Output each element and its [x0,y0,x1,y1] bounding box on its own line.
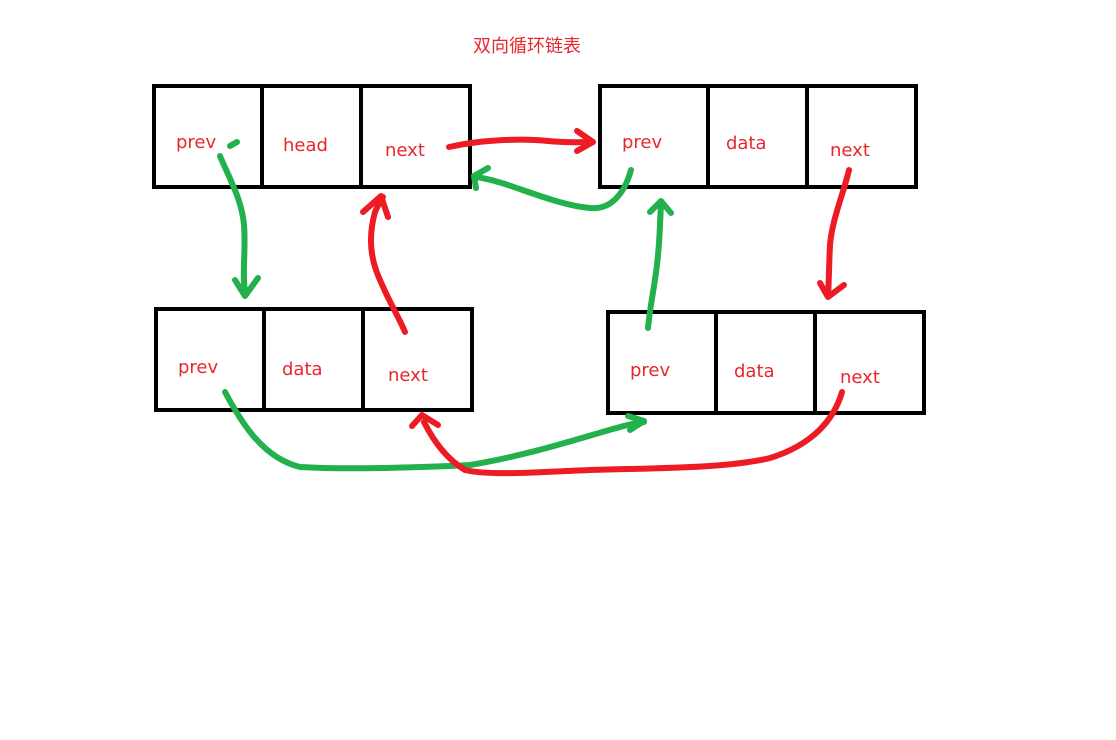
node-1-prev-cell: prev [602,88,706,185]
head-node-value-label: head [283,135,328,156]
arrow-head-next-to-node1 [446,128,596,154]
node-2-next-cell: next [813,314,922,411]
node-2-value-label: data [734,361,775,382]
head-node-next-cell: next [359,88,468,185]
arrow-node3-prev-to-node2 [222,389,647,472]
head-node: prev head next [152,84,472,189]
node-1-prev-label: prev [622,132,663,153]
arrow-node1-prev-to-head [471,165,634,212]
node-2-prev-label: prev [630,360,671,381]
head-node-next-label: next [385,140,425,161]
node-3-prev-label: prev [178,357,219,378]
node-2-value-cell: data [714,314,813,411]
arrow-node3-next-to-head [360,193,408,335]
arrow-node1-next-to-node2 [817,167,852,300]
node-3: prev data next [154,307,474,412]
node-1: prev data next [598,84,918,189]
arrow-node2-prev-to-node1 [645,198,674,331]
head-node-value-cell: head [260,88,359,185]
head-node-prev-label: prev [176,132,217,153]
arrow-head-prev-to-node3 [217,139,261,299]
node-3-prev-cell: prev [158,311,262,408]
node-2-next-label: next [840,367,880,388]
node-3-next-cell: next [361,311,470,408]
head-node-prev-cell: prev [156,88,260,185]
diagram-title: 双向循环链表 [473,36,581,57]
node-1-value-label: data [726,133,767,154]
node-2-prev-cell: prev [610,314,714,411]
node-3-value-label: data [282,359,323,380]
node-1-value-cell: data [706,88,805,185]
node-2: prev data next [606,310,926,415]
node-1-next-label: next [830,140,870,161]
arrow-node2-next-to-node3 [409,389,845,477]
node-1-next-cell: next [805,88,914,185]
node-3-value-cell: data [262,311,361,408]
node-3-next-label: next [388,365,428,386]
